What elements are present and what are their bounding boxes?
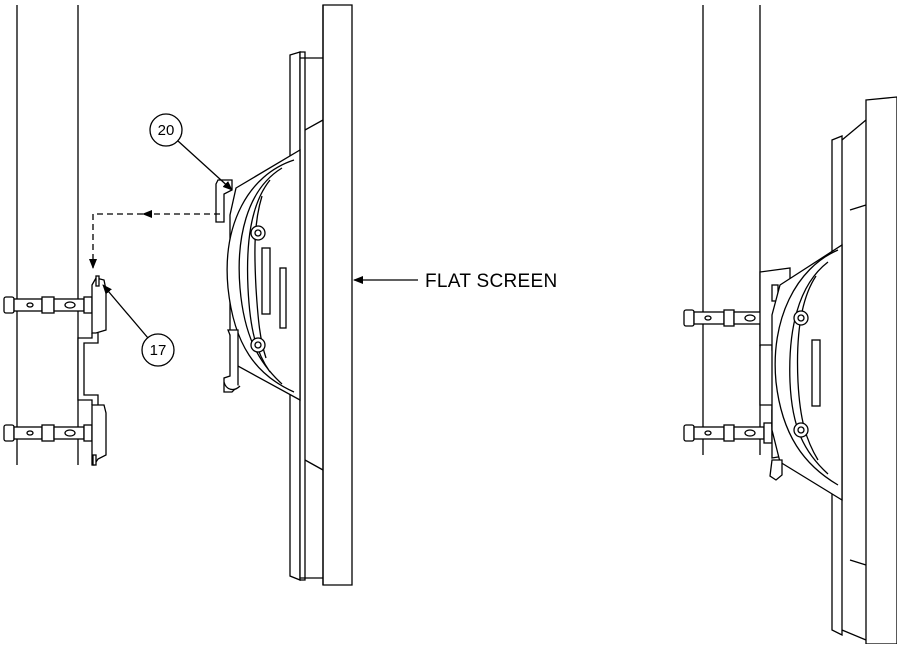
callout-17 xyxy=(102,284,175,367)
callout-17-number: 17 xyxy=(150,342,167,359)
installation-direction-arrows xyxy=(89,210,220,269)
left-view xyxy=(3,4,418,586)
left-flat-screen xyxy=(300,4,353,586)
right-flat-screen xyxy=(841,96,897,645)
left-clamp-assembly xyxy=(3,275,107,466)
left-pole xyxy=(16,5,79,465)
right-pole xyxy=(702,5,761,455)
right-mounting-plate xyxy=(769,135,843,637)
left-upper-clamp xyxy=(3,296,93,314)
left-mounting-plate xyxy=(215,51,306,581)
callout-20 xyxy=(149,113,233,191)
right-upper-clamp xyxy=(683,307,773,329)
flat-screen-label: FLAT SCREEN xyxy=(425,271,557,292)
right-lower-clamp xyxy=(683,422,773,444)
right-view xyxy=(683,5,897,645)
callout-20-number: 20 xyxy=(158,122,175,139)
left-lower-clamp xyxy=(3,424,93,442)
